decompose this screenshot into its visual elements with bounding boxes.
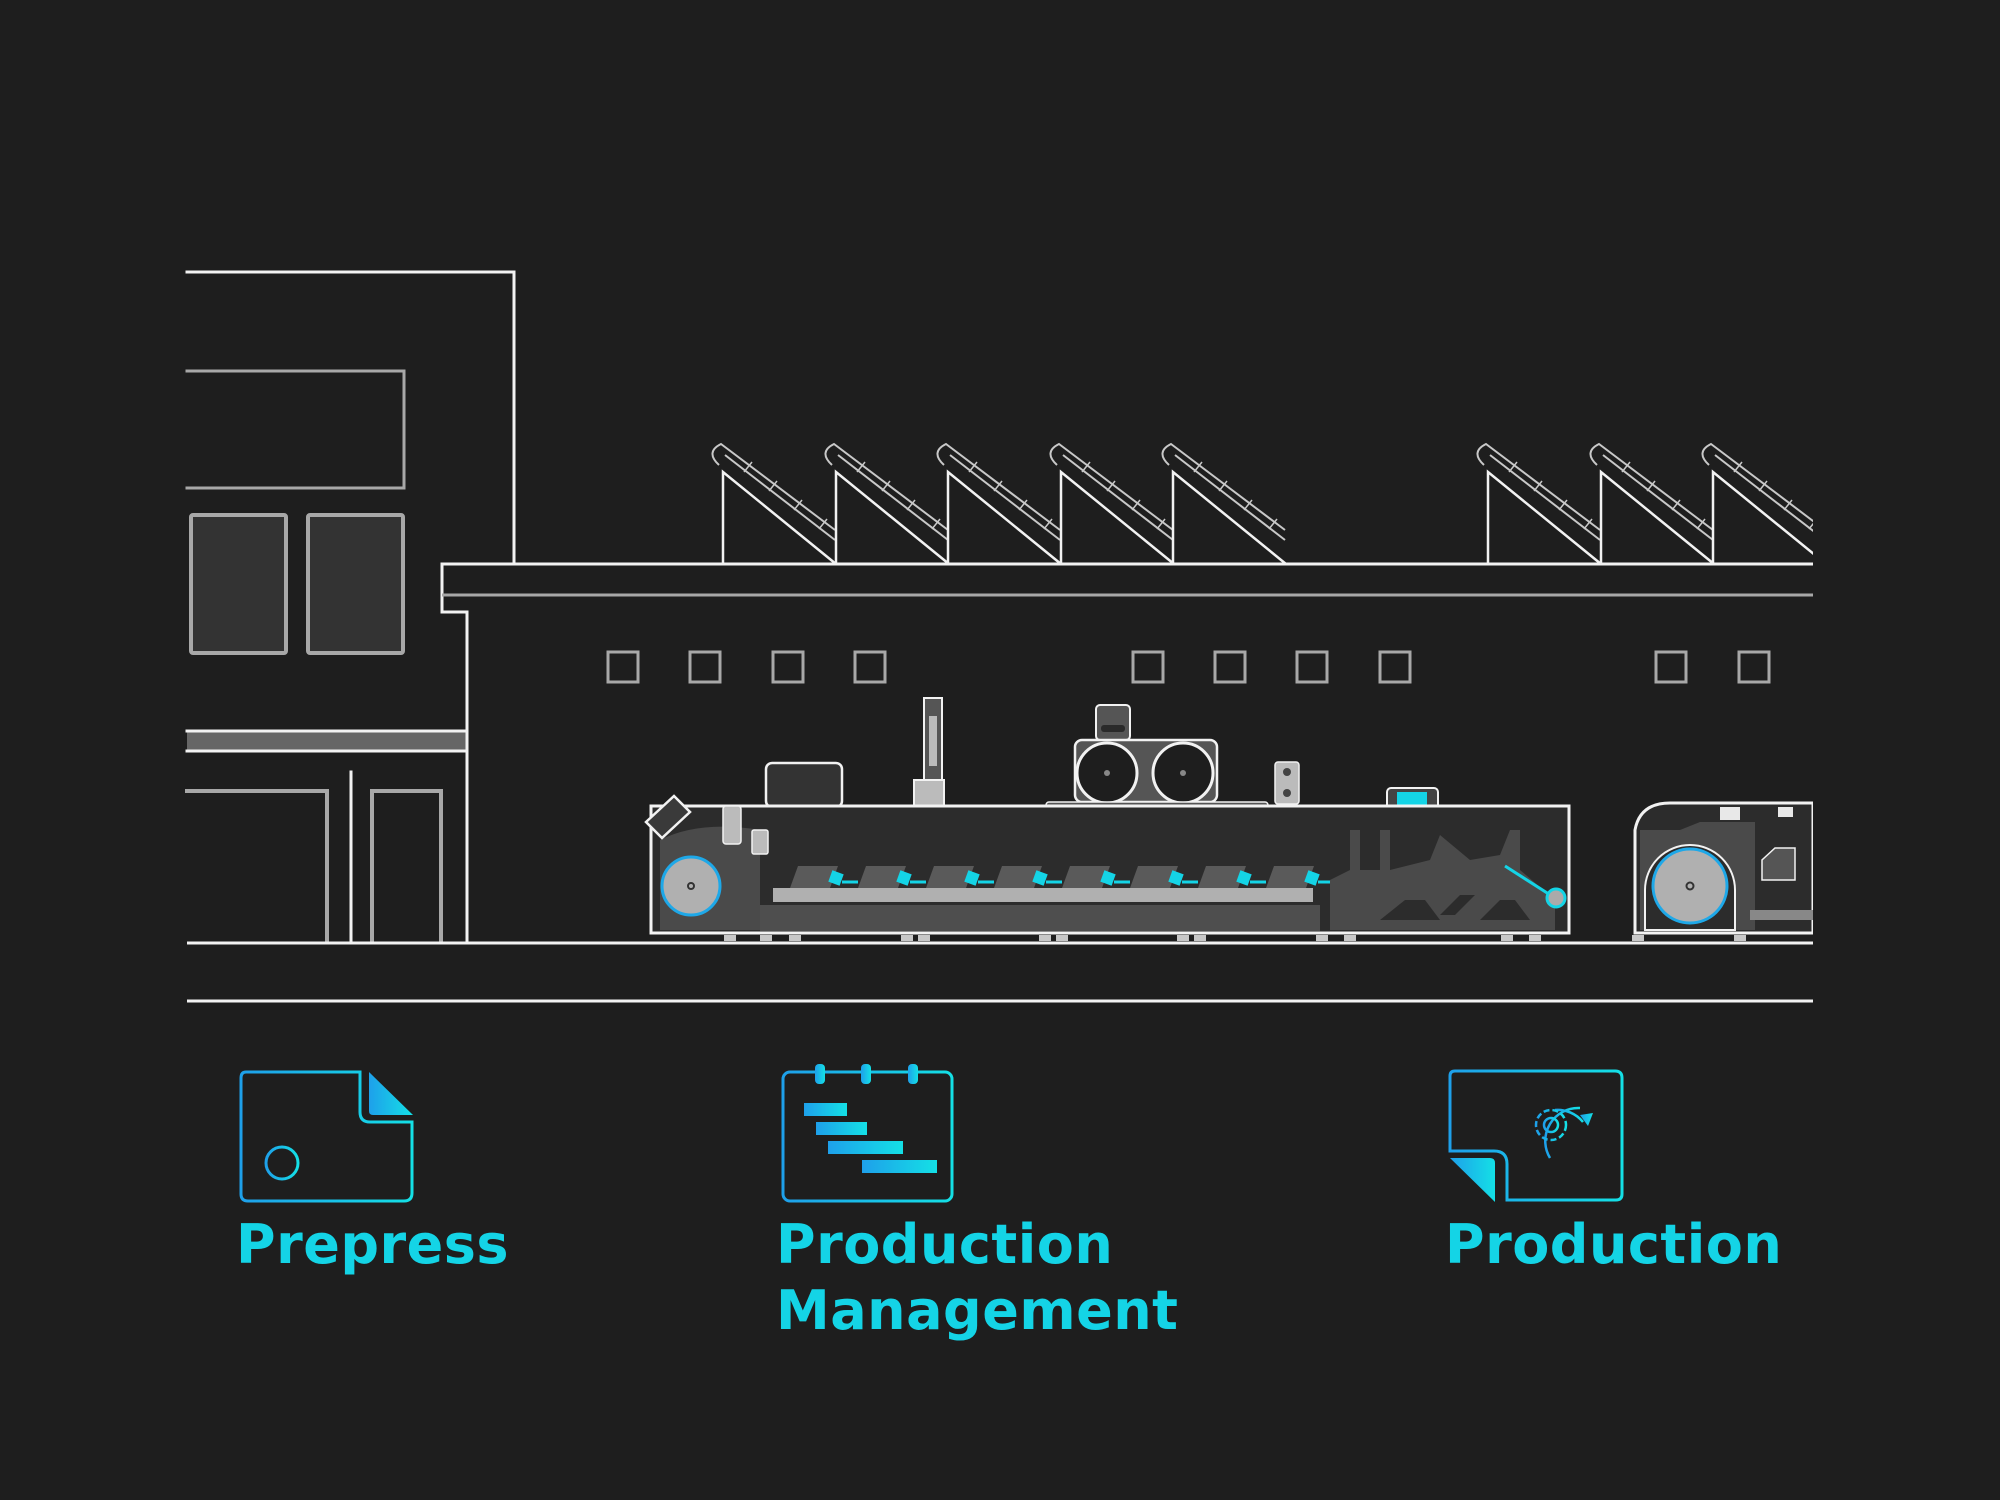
solar-panel-array: [711, 442, 1939, 565]
factory-window: [1131, 650, 1165, 684]
stage-label-prepress: Prepress: [236, 1213, 510, 1276]
office-roofline: [185, 270, 516, 566]
unwinder-housing: [1095, 704, 1131, 741]
factory-roof: [440, 562, 1813, 614]
control-module: [764, 761, 844, 809]
solar-panel: [1476, 442, 1602, 565]
gantt-calendar-icon: [781, 1064, 954, 1203]
solar-panel: [1701, 442, 1813, 564]
solar-panel: [936, 442, 1062, 565]
rewind-roll: [1545, 887, 1567, 909]
document-crosshair-icon: [239, 1070, 414, 1203]
factory-window: [1378, 650, 1412, 684]
print-station: [994, 866, 1042, 888]
label-line: Production: [776, 1213, 1114, 1276]
label-line: Management: [776, 1279, 1179, 1342]
solar-panel: [1589, 442, 1715, 565]
print-station: [1198, 866, 1246, 888]
factory-window: [1654, 650, 1688, 684]
office-building: [185, 270, 516, 944]
office-sign-panel: [185, 369, 406, 490]
unwind-roll: [660, 855, 722, 917]
stage-label-production: Production: [1445, 1213, 1783, 1276]
print-station: [858, 866, 906, 888]
storefront-frame: [185, 789, 329, 944]
second-press: [1633, 801, 1813, 935]
roll: [1651, 847, 1729, 925]
stage-label-production-management: Production Management: [776, 1212, 1179, 1344]
factory-window: [1737, 650, 1771, 684]
conveyor-bar: [773, 888, 1313, 902]
print-station: [1266, 866, 1314, 888]
print-station: [1130, 866, 1178, 888]
print-station: [926, 866, 974, 888]
office-window: [189, 513, 288, 655]
document-gear-cycle-icon: [1448, 1069, 1624, 1202]
guide-module: [1274, 761, 1300, 805]
print-stations: [790, 866, 1334, 888]
factory-window: [1213, 650, 1247, 684]
solar-panel: [824, 442, 950, 565]
factory-window: [771, 650, 805, 684]
solar-panel: [1161, 442, 1287, 565]
solar-panel: [1049, 442, 1175, 565]
factory-window-row: [606, 650, 1771, 684]
solar-panel: [1815, 444, 1939, 564]
door: [370, 789, 443, 944]
factory-window: [606, 650, 640, 684]
factory-window: [688, 650, 722, 684]
factory-window: [853, 650, 887, 684]
print-station: [1062, 866, 1110, 888]
feeder-cover: [644, 794, 692, 840]
solar-panel: [711, 442, 837, 565]
office-window: [306, 513, 405, 655]
factory-window: [1295, 650, 1329, 684]
label-printing-press: [644, 697, 1746, 941]
print-station: [790, 866, 838, 888]
machine-feet: [724, 935, 1746, 941]
awning: [187, 731, 467, 751]
